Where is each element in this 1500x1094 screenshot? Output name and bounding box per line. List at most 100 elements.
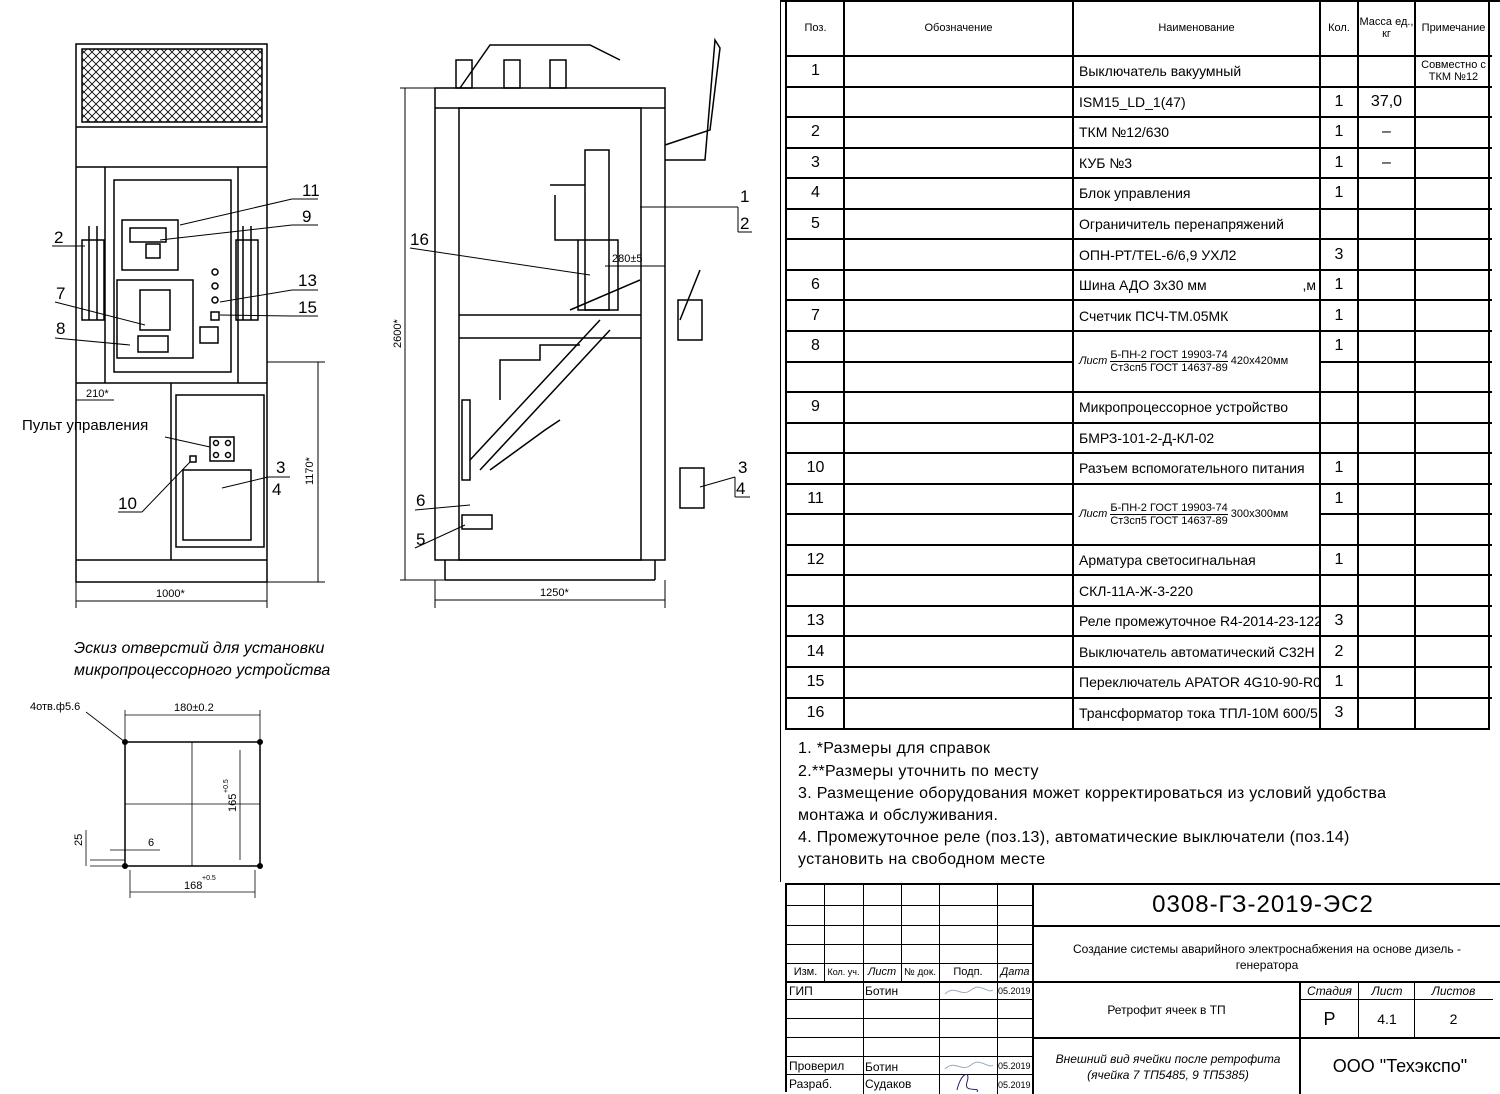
row-note [1415, 484, 1492, 515]
dim-210: 210* [86, 388, 109, 400]
row-divider [787, 146, 1492, 149]
callout-2-side: 2 [740, 214, 749, 233]
row-qty: 1 [1334, 123, 1344, 141]
row-name: ТКМ №12/630 [1073, 117, 1320, 148]
row-note [1415, 392, 1492, 423]
row-divider [787, 391, 1492, 394]
row-qty: 1 [1334, 92, 1344, 110]
stage-header: Стадия [1307, 984, 1352, 998]
row-note [1415, 148, 1492, 179]
row-note [1415, 209, 1492, 240]
row-qty: 1 [1334, 184, 1344, 202]
callout-13: 13 [298, 271, 317, 290]
fraction-top: Б-ПН-2 ГОСТ 19903-74 [1110, 348, 1228, 362]
row-name: БМРЗ-101-2-Д-КЛ-02 [1073, 423, 1320, 454]
title-block-line [863, 982, 864, 1094]
row-note [1415, 698, 1492, 729]
note-line: монтажа и обслуживания. [798, 807, 999, 824]
row-mass [1358, 575, 1415, 606]
grid-line [1072, 0, 1074, 730]
row-pos: 6 [811, 276, 820, 294]
row-pos [787, 514, 844, 545]
row-name-text: Арматура светосигнальная [1079, 552, 1256, 569]
callout-4: 4 [272, 480, 281, 499]
grid-line [1414, 0, 1416, 730]
row-name: Разъем вспомогательного питания [1073, 453, 1320, 484]
row-qty [1320, 56, 1358, 87]
row-note [1415, 545, 1492, 576]
title-block-line [1033, 981, 1500, 983]
row-name-text: Реле промежуточное R4-2014-23-1220 [1079, 613, 1320, 630]
row-qty: 3 [1334, 612, 1344, 630]
title-block-line [1299, 981, 1301, 1094]
project-title: Создание системы аварийного электроснабж… [1073, 942, 1461, 972]
title-block-line [787, 1037, 1033, 1038]
row-note [1415, 117, 1492, 148]
row-mass [1358, 423, 1415, 454]
grid-line [1319, 0, 1321, 730]
signer-date: 05.2019 [998, 986, 1031, 996]
title-block-line [824, 885, 825, 982]
title-block-line [787, 905, 1033, 906]
sheet-value: 4.1 [1377, 1011, 1397, 1027]
dim-168: 168 [184, 880, 202, 892]
callout-7: 7 [56, 284, 65, 303]
callout-1: 1 [740, 187, 749, 206]
row-note [1415, 667, 1492, 698]
sheet-size: 420х420мм [1230, 355, 1289, 368]
row-divider [787, 635, 1492, 638]
title-block-line [787, 981, 1033, 983]
row-qty: 1 [1334, 153, 1344, 171]
signer-name: Ботин [865, 984, 899, 998]
row-note [1415, 362, 1492, 393]
row-qty: 1 [1334, 551, 1344, 569]
row-pos [787, 362, 844, 393]
callout-3-side: 3 [738, 458, 747, 477]
callout-5: 5 [416, 530, 425, 549]
row-divider [787, 482, 1492, 485]
row-qty: 1 [1334, 306, 1344, 324]
callout-8: 8 [56, 319, 65, 338]
note-line: 2.**Размеры уточнить по месту [798, 763, 1039, 780]
row-mass [1358, 514, 1415, 545]
sheets-value: 2 [1449, 1011, 1458, 1027]
row-note [1415, 331, 1492, 362]
row-name: Шина АДО 3х30 мм,м [1073, 270, 1320, 301]
row-note [1415, 636, 1492, 667]
note-line: 1. *Размеры для справок [798, 740, 991, 757]
sheet-size: 300х300мм [1230, 508, 1289, 521]
row-divider [787, 268, 1492, 271]
row-divider [787, 666, 1492, 668]
row-pos [787, 423, 844, 454]
row-pos: 9 [811, 398, 820, 416]
relay-device-9 [121, 219, 179, 271]
row-pos: 4 [811, 184, 820, 202]
row-mass [1358, 484, 1415, 515]
title-block-line [939, 982, 940, 1094]
row-divider [787, 85, 1492, 88]
row-name: Микропроцессорное устройство [1073, 392, 1320, 423]
control-panel [209, 436, 235, 462]
row-name: КУБ №3 [1073, 148, 1320, 179]
row-name-text: СКЛ-11А-Ж-3-220 [1079, 582, 1194, 599]
dim-1000: 1000* [156, 588, 185, 600]
row-name: Ограничитель перенапряжений [1073, 209, 1320, 240]
row-divider [1320, 513, 1492, 516]
callout-10: 10 [118, 494, 137, 513]
row-name: Выключатель автоматический С32Н [1073, 636, 1320, 667]
title-block-line [901, 885, 902, 982]
title-block-line [1032, 885, 1034, 1094]
row-mass [1358, 56, 1415, 87]
row-pos: 2 [811, 123, 820, 141]
technical-drawing: 11 9 2 7 8 13 15 3 4 10 Пульт управления… [22, 37, 752, 898]
row-divider [787, 421, 1492, 424]
callout-16: 16 [410, 230, 429, 249]
sketch-title-line2: микропроцессорного устройства [74, 662, 330, 679]
row-qty: 1 [1334, 489, 1344, 507]
row-name-text: ТКМ №12/630 [1079, 124, 1170, 141]
row-note [1415, 270, 1492, 301]
row-pos: 1 [811, 62, 820, 80]
row-name-text: Выключатель автоматический С32Н [1079, 643, 1315, 660]
row-mass [1358, 453, 1415, 484]
